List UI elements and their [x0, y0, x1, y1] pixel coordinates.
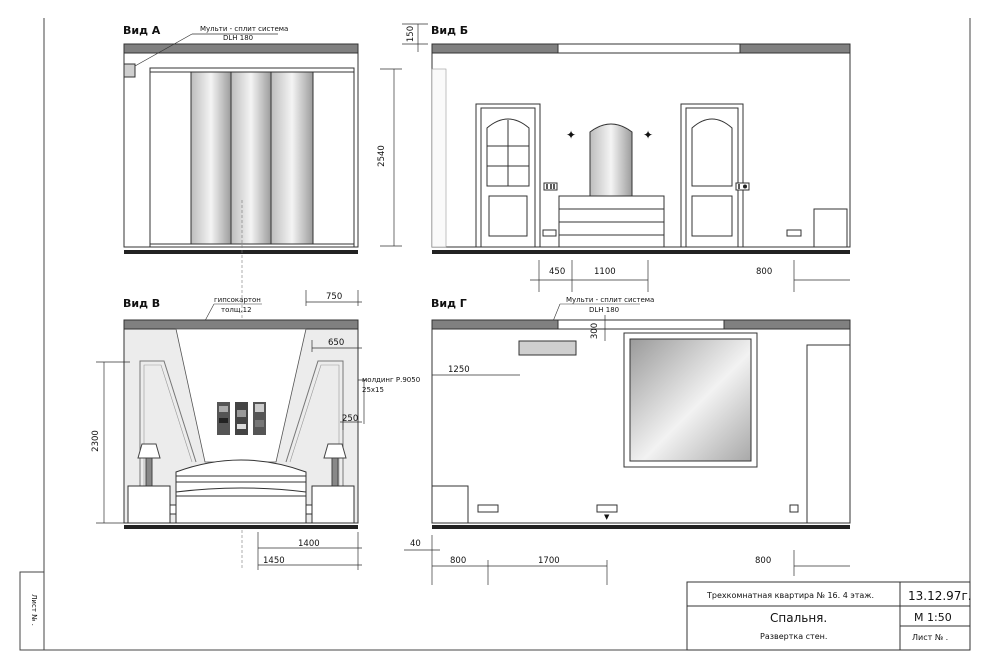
wardrobe-side — [806, 344, 851, 524]
drawing-date: 13.12.97г. — [908, 589, 972, 603]
switch-icon — [735, 182, 750, 191]
dim-450: 450 — [549, 267, 565, 277]
margin-sheet-label: Лист № . — [30, 594, 38, 626]
socket-icon — [169, 504, 177, 515]
gypsum-label: гипсокартон — [214, 296, 261, 304]
view-a: Вид А Мульти - сплит система DLH 180 254… — [123, 24, 402, 254]
floor-line — [432, 250, 850, 254]
wall-recess — [431, 68, 447, 248]
wall-mirror — [629, 338, 752, 462]
picture-triptych — [217, 402, 266, 435]
gypsum-niche — [175, 328, 307, 463]
mirror-door — [230, 71, 272, 245]
dim-650: 650 — [328, 338, 344, 348]
dim-1450: 1450 — [263, 556, 285, 566]
ac-label: Мульти - сплит система — [566, 296, 654, 304]
socket-icon — [305, 504, 313, 515]
molding-size: 25х15 — [362, 386, 384, 394]
dim-300: 300 — [590, 323, 600, 339]
view-a-title: Вид А — [123, 24, 161, 37]
room-name: Спальня. — [770, 611, 827, 625]
socket-icon — [596, 504, 618, 513]
ceiling-band — [431, 43, 559, 54]
view-d-title: Вид Г — [431, 297, 467, 310]
cabinet — [813, 208, 848, 248]
ac-unit — [123, 63, 136, 78]
dim-2300: 2300 — [91, 430, 101, 452]
gypsum-thickness: толщ.12 — [221, 306, 252, 314]
nightstand — [127, 485, 171, 524]
ceiling-band — [431, 319, 559, 330]
dim-750: 750 — [326, 292, 342, 302]
sconce-icon: ✦ — [643, 128, 653, 142]
dim-800-left: 800 — [450, 556, 466, 566]
ac-model: DLH 180 — [223, 34, 253, 42]
title-block — [686, 581, 971, 651]
ceiling-band — [739, 43, 851, 54]
molding-label: молдинг Р.9050 — [362, 376, 420, 384]
ceiling-band — [123, 319, 359, 330]
ac-model: DLH 180 — [589, 306, 619, 314]
dim-800-right: 800 — [755, 556, 771, 566]
cabinet — [431, 485, 469, 524]
mirror-door — [270, 71, 314, 245]
bed — [175, 459, 307, 524]
sconce-icon: ✦ — [566, 128, 576, 142]
molding — [139, 360, 197, 488]
view-b-title: Вид Б — [431, 24, 468, 37]
dresser — [558, 195, 665, 248]
view-c-title: Вид В — [123, 297, 160, 310]
dim-250: 250 — [342, 414, 358, 424]
socket-icon — [542, 229, 557, 237]
molding — [289, 364, 340, 488]
molding — [143, 364, 193, 488]
ceiling-band — [723, 319, 851, 330]
dim-1400: 1400 — [298, 539, 320, 549]
socket-icon — [786, 229, 802, 237]
door-right — [680, 103, 744, 248]
ac-label: Мульти - сплит система — [200, 25, 288, 33]
dim-2540: 2540 — [377, 145, 387, 167]
floor-line — [432, 525, 850, 529]
socket-icon — [477, 504, 499, 513]
vanity-mirror — [589, 123, 633, 197]
dim-1250: 1250 — [448, 365, 470, 375]
tv-outlet-icon: ▼ — [604, 513, 610, 521]
socket-icon — [789, 504, 799, 513]
project-name: Трехкомнатная квартира № 16. 4 этаж. — [706, 591, 874, 600]
ac-unit — [518, 340, 577, 356]
mirror-door — [190, 71, 232, 245]
door-left — [475, 103, 541, 248]
floor-line — [124, 525, 358, 529]
drawing-scale: М 1:50 — [914, 611, 952, 624]
sheet-number: Лист № . — [912, 633, 948, 642]
ceiling-band — [123, 43, 359, 54]
view-b: Вид Б 150 ✦ ✦ — [402, 23, 851, 292]
view-c: Вид В гипсокартон толщ.12 — [91, 290, 420, 570]
dim-1100: 1100 — [594, 267, 616, 277]
dim-1700: 1700 — [538, 556, 560, 566]
dim-150: 150 — [406, 26, 416, 42]
nightstand — [311, 485, 355, 524]
table-lamp — [137, 443, 347, 487]
dim-40: 40 — [410, 539, 421, 549]
dim-800: 800 — [756, 267, 772, 277]
view-d: Вид Г Мульти - сплит система DLH 180 ▼ — [404, 296, 851, 585]
floor-line — [124, 250, 358, 254]
drawing-description: Развертка стен. — [760, 632, 827, 641]
